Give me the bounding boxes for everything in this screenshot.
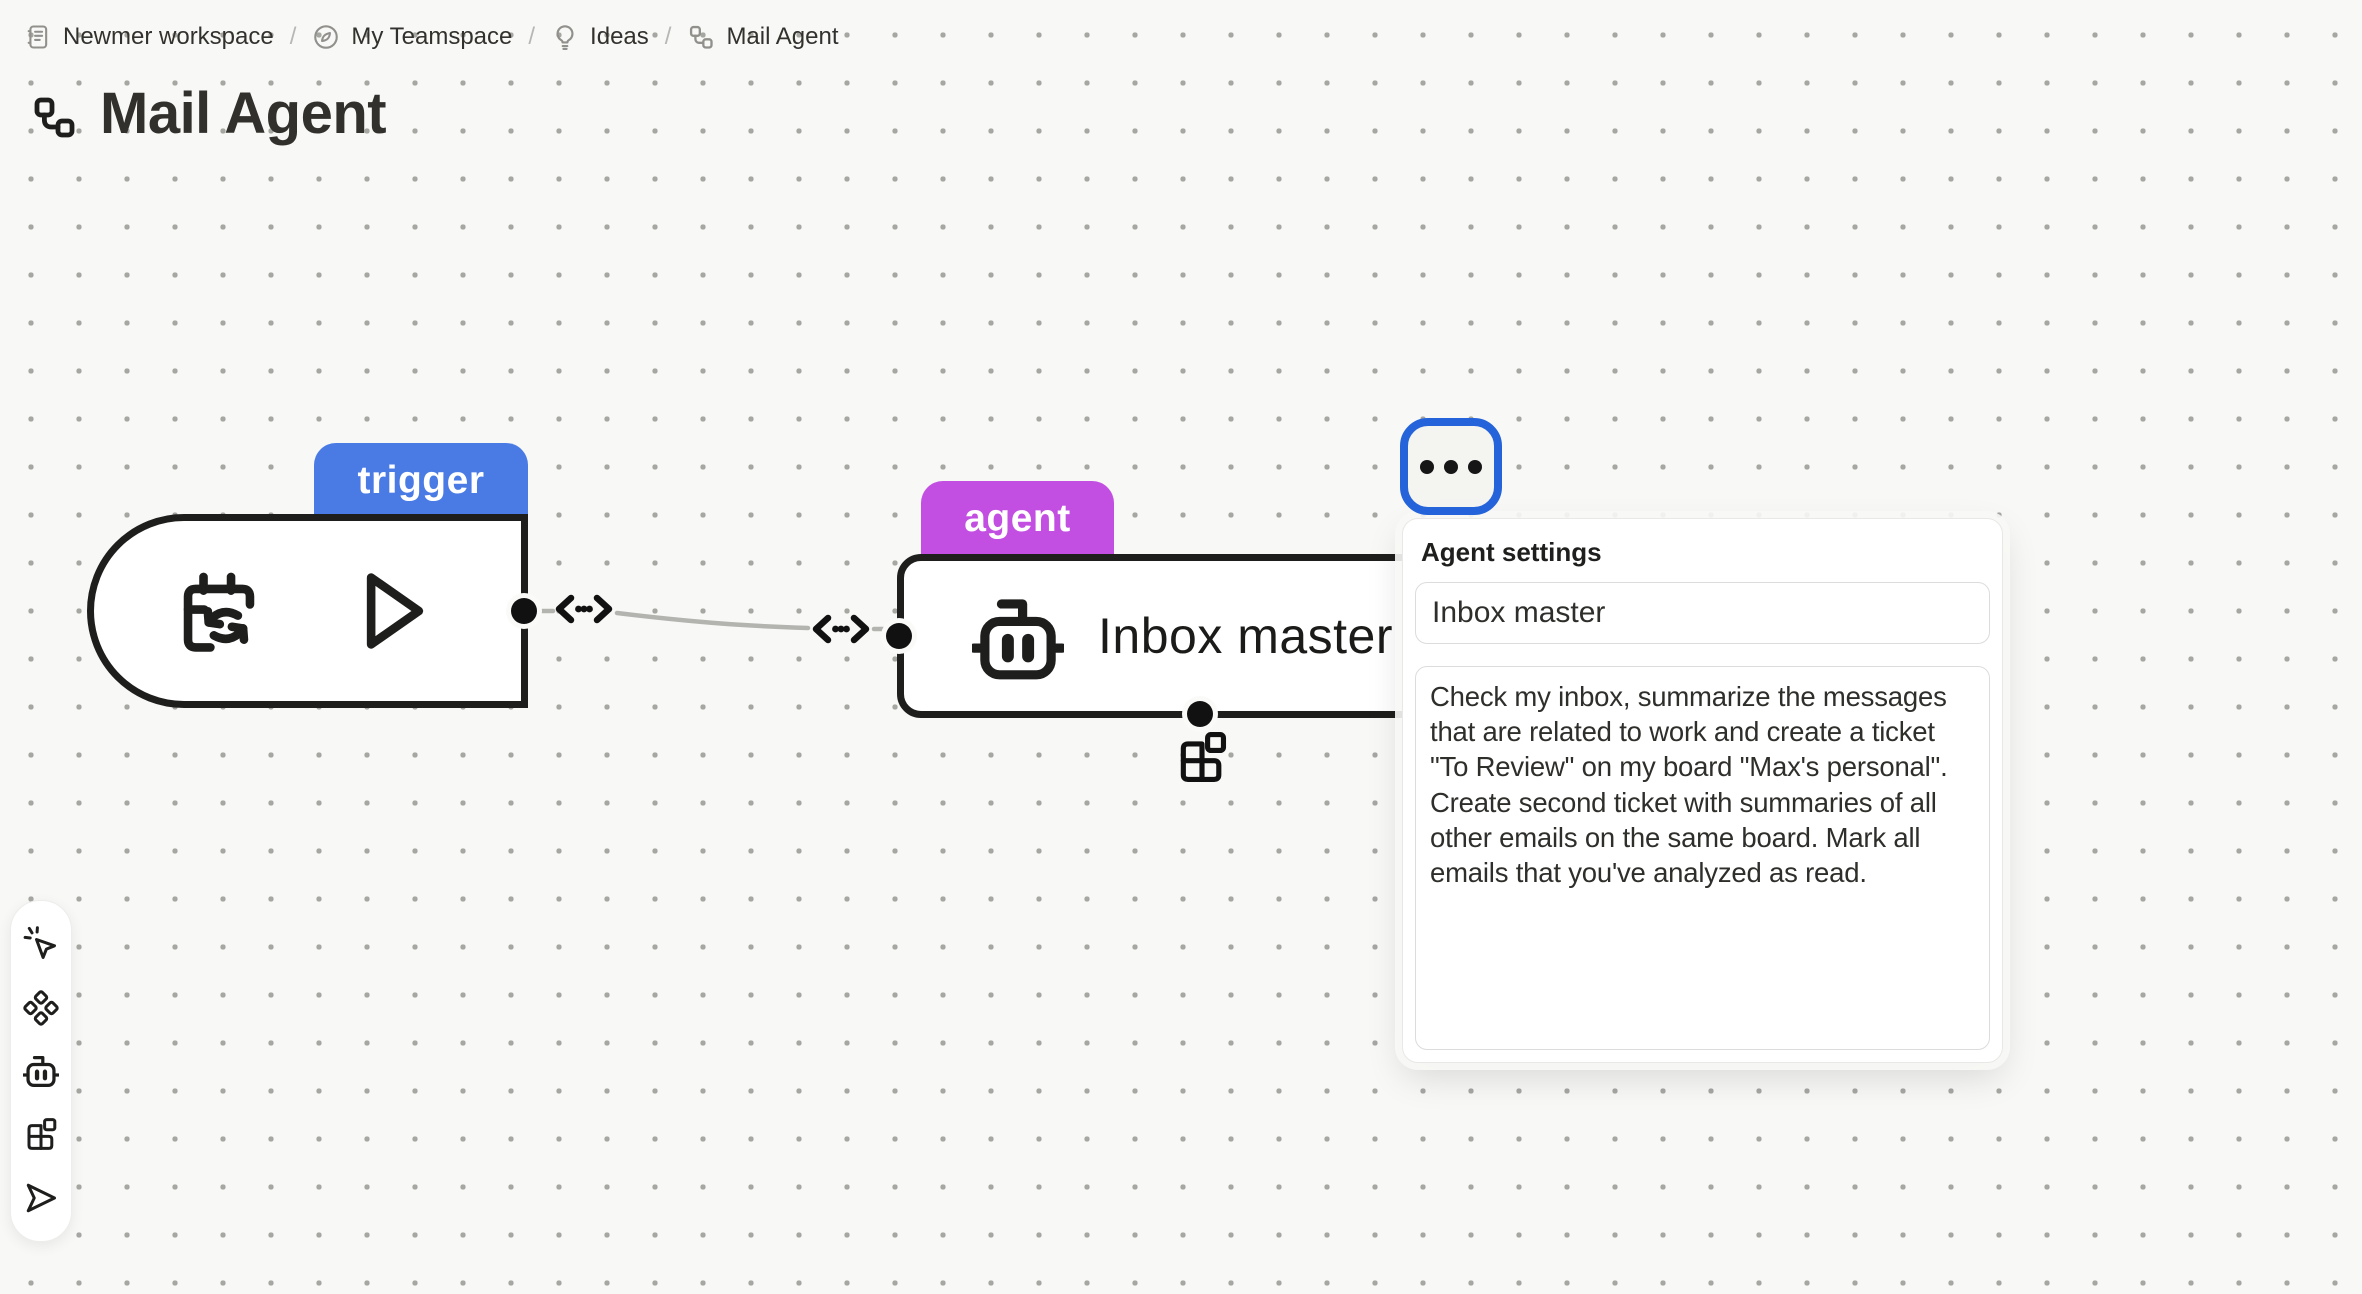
lightbulb-icon [551,23,579,51]
breadcrumb-separator: / [664,23,672,50]
shapes-tool-button[interactable] [21,988,61,1028]
drag-connection-icon[interactable] [554,594,614,629]
trigger-type-badge: trigger [314,443,528,518]
agent-bottom-port[interactable] [1187,701,1213,727]
breadcrumb-separator: / [289,23,297,50]
agent-name-input[interactable] [1415,582,1990,644]
page-title-row: Mail Agent [30,80,387,147]
ai-cursor-tool-button[interactable] [21,924,61,964]
calendar-sync-icon [176,568,262,663]
trigger-node[interactable] [87,514,528,708]
breadcrumb-item-workspace[interactable]: Newmer workspace [24,23,274,51]
agent-type-badge: agent [921,481,1114,556]
teamspace-compass-icon [312,23,340,51]
shapes-icon [23,989,59,1026]
breadcrumb: Newmer workspace / My Teamspace / Ideas … [24,18,839,56]
breadcrumb-label: Mail Agent [726,23,839,50]
more-options-ellipsis-icon [1468,459,1482,474]
workspace-icon [24,23,52,51]
robot-icon [23,1056,59,1088]
canvas-toolbar [10,900,72,1242]
breadcrumb-label: My Teamspace [351,23,513,50]
send-icon [26,1183,56,1212]
send-tool-button[interactable] [21,1178,61,1218]
blocks-icon [27,1118,57,1151]
panel-title: Agent settings [1421,537,1602,567]
agent-input-port[interactable] [886,623,912,649]
trigger-output-port[interactable] [511,598,537,624]
agent-tool-button[interactable] [21,1051,61,1091]
breadcrumb-label: Ideas [590,23,649,50]
breadcrumb-item-current-page[interactable]: Mail Agent [687,23,839,51]
play-icon [362,569,428,658]
page-title: Mail Agent [100,81,387,146]
breadcrumb-separator: / [528,23,536,50]
agent-settings-panel: Agent settings Check my inbox, summarize… [1402,518,2003,1063]
workflow-icon [30,93,78,141]
more-options-ellipsis-icon [1444,459,1458,474]
agent-instructions-textarea[interactable]: Check my inbox, summarize the messages t… [1415,666,1990,1050]
blocks-icon[interactable] [1174,729,1230,785]
breadcrumb-label: Newmer workspace [63,23,274,50]
more-options-ellipsis-icon [1420,459,1434,474]
more-options-button[interactable] [1400,418,1502,515]
robot-icon [969,592,1067,689]
ai-cursor-icon [23,926,56,960]
workflow-icon [687,23,715,51]
agent-node-name: Inbox master [1098,608,1394,664]
blocks-tool-button[interactable] [21,1114,61,1154]
breadcrumb-item-teamspace[interactable]: My Teamspace [312,23,512,51]
breadcrumb-item-ideas[interactable]: Ideas [551,23,649,51]
drag-connection-icon[interactable] [811,614,871,649]
